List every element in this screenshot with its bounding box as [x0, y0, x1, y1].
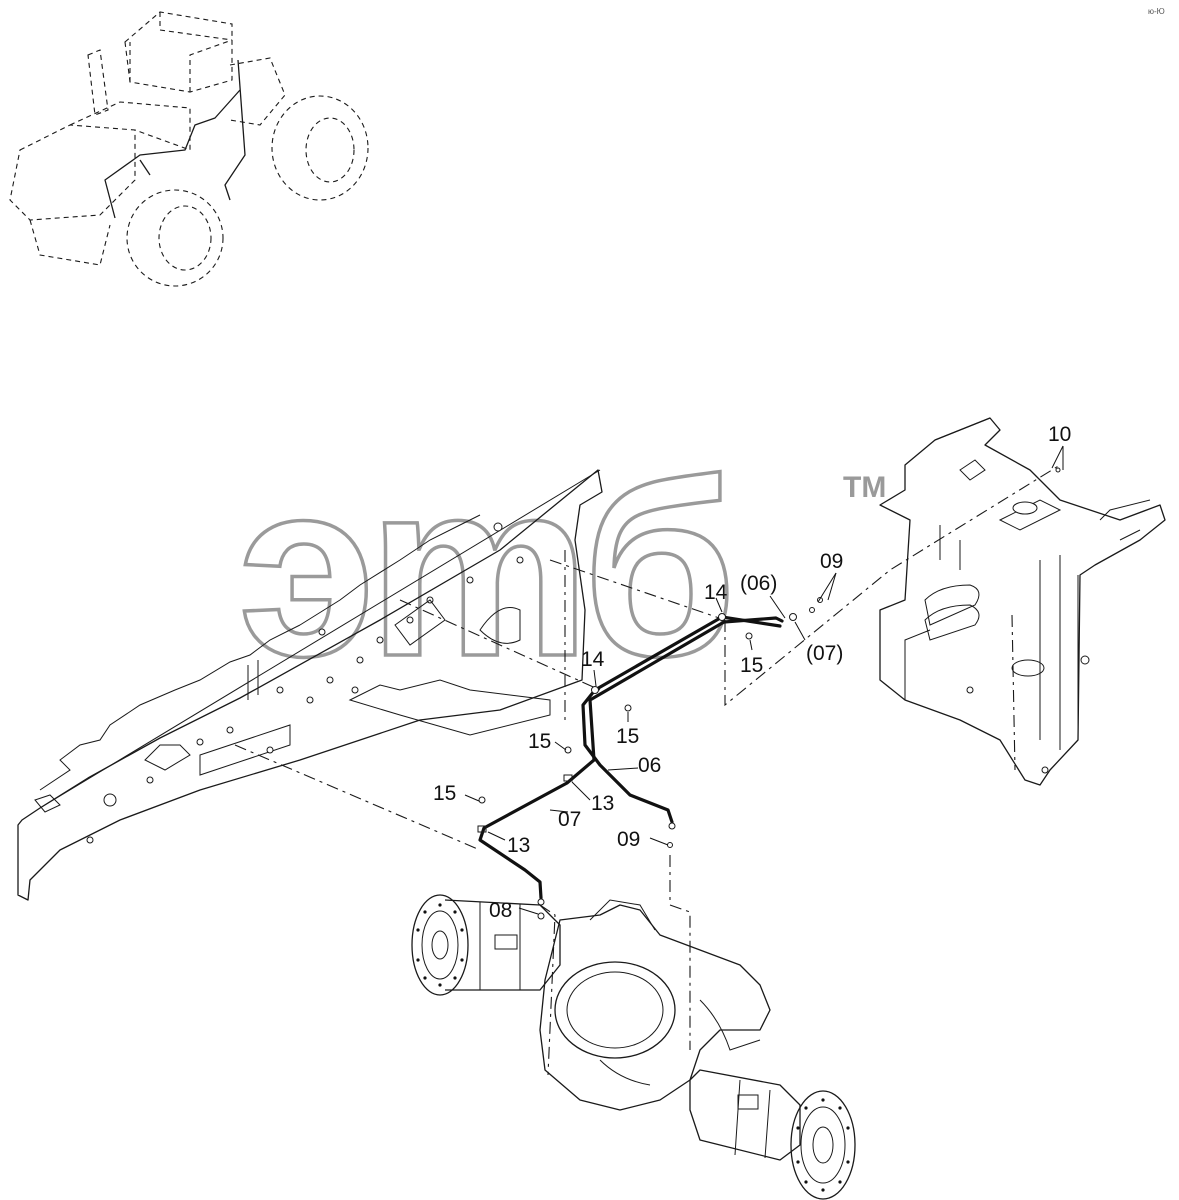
callout-06-paren: (06) [740, 572, 777, 595]
leader-lines [464, 445, 1064, 915]
callout-07-paren: (07) [806, 642, 843, 665]
brake-lines [477, 467, 1061, 920]
callout-15-left-upper: 15 [528, 730, 551, 753]
bolt-15-left-lower [478, 796, 486, 804]
loader-overview-thumbnail [9, 11, 369, 287]
union-08 [537, 898, 545, 906]
brake-line-07 [478, 616, 784, 900]
clamp-13-lower [477, 825, 487, 833]
callout-06: 06 [638, 754, 661, 777]
brake-line-06 [581, 615, 782, 824]
fitting-06-07 [789, 613, 797, 621]
callouts: 10 09 (06) (07) 14 15 14 15 15 06 13 15 … [433, 423, 1071, 922]
clip-14-upper [718, 613, 726, 621]
callout-09-lower: 09 [617, 828, 640, 851]
bolt-15-mid [624, 704, 632, 712]
callout-13-upper: 13 [591, 792, 614, 815]
callout-08: 08 [489, 899, 512, 922]
callout-09-top: 09 [820, 550, 843, 573]
fitting-10 [1055, 467, 1061, 473]
clamp-13-upper [563, 774, 573, 782]
assembly-centerlines [234, 464, 1061, 1076]
bolt-15-upper [745, 632, 753, 640]
callout-07: 07 [558, 808, 581, 831]
callout-14-upper: 14 [704, 581, 728, 604]
callout-15-upper: 15 [740, 654, 763, 677]
callout-13-lower: 13 [507, 834, 530, 857]
callout-15-mid: 15 [616, 725, 639, 748]
callout-14-mid: 14 [581, 648, 605, 671]
callout-15-left-lower: 15 [433, 782, 456, 805]
clip-14-mid [591, 686, 599, 694]
front-frame [879, 417, 1166, 786]
callout-10: 10 [1048, 423, 1071, 446]
corner-mark: ю-Ю [1148, 7, 1165, 16]
rear-frame [17, 469, 603, 901]
watermark-text: эmб [238, 429, 729, 708]
watermark: эmб TM [236, 427, 886, 710]
rear-axle [411, 894, 856, 1200]
watermark-trademark: TM [843, 471, 886, 504]
bolt-15-left-upper [564, 746, 572, 754]
union-09-lower [668, 822, 676, 830]
